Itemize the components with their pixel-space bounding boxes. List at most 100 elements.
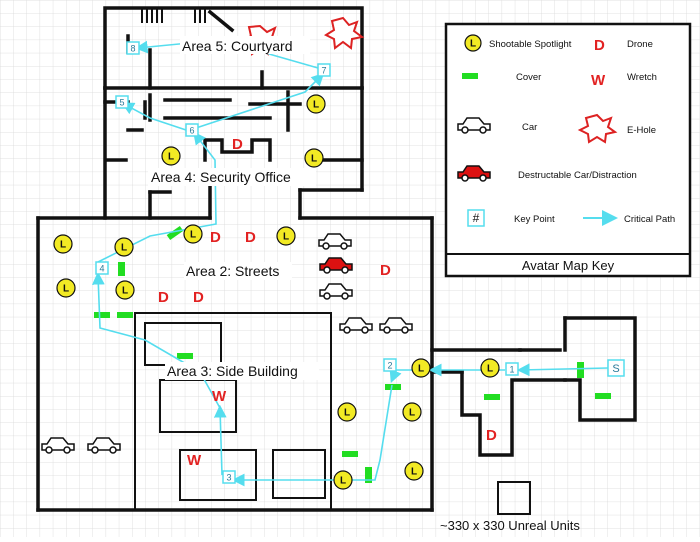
car-icon <box>318 233 352 250</box>
cover <box>365 467 372 483</box>
destructible-car-icon <box>319 257 353 274</box>
wretch-icon: W <box>187 452 202 469</box>
key-point-3 <box>222 470 236 484</box>
cars <box>41 233 413 454</box>
area-label-side-building: Area 3: Side Building <box>167 363 298 379</box>
key-point-2 <box>383 358 397 372</box>
svg-text:2: 2 <box>387 361 392 371</box>
svg-text:8: 8 <box>130 44 135 54</box>
spotlight-icon: L <box>404 461 424 481</box>
svg-text:1: 1 <box>509 365 514 375</box>
svg-text:4: 4 <box>99 264 104 274</box>
spotlight-icon: L <box>115 280 135 300</box>
cover <box>385 384 401 390</box>
cover <box>166 225 184 241</box>
scale-note: ~330 x 330 Unreal Units <box>440 518 580 533</box>
drones: D D D D D D D <box>158 136 497 444</box>
legend-spotlight-icon: L <box>464 34 482 52</box>
legend-label-key-point: Key Point <box>514 214 555 225</box>
svg-text:L: L <box>470 39 476 50</box>
cover <box>342 451 358 457</box>
spotlight-icon: L <box>53 234 73 254</box>
drone-icon: D <box>380 262 391 279</box>
legend-e-hole-icon <box>577 113 618 144</box>
cover <box>177 353 193 359</box>
svg-text:L: L <box>313 100 319 111</box>
svg-text:L: L <box>60 240 66 251</box>
svg-text:L: L <box>63 284 69 295</box>
svg-text:L: L <box>340 476 346 487</box>
area-label-streets: Area 2: Streets <box>186 263 279 279</box>
area-labels: Area 5: Courtyard Area 4: Security Offic… <box>148 36 319 380</box>
svg-text:3: 3 <box>226 473 231 483</box>
legend-destructible-car-icon <box>457 165 491 182</box>
map-legend: Avatar Map Key L Shootable Spotlight D D… <box>444 22 692 278</box>
drone-icon: D <box>210 229 221 246</box>
spotlight-icon: L <box>402 402 422 422</box>
svg-text:L: L <box>487 364 493 375</box>
svg-text:L: L <box>190 230 196 241</box>
spotlight-icon: L <box>304 148 324 168</box>
spotlight-icon: L <box>56 278 76 298</box>
svg-text:#: # <box>473 211 480 225</box>
legend-label-drone: Drone <box>627 39 653 50</box>
spotlight-icon: L <box>337 402 357 422</box>
spotlights: L L L L L L L L L L L L L L L <box>53 94 500 490</box>
key-point-1 <box>505 362 519 376</box>
legend-label-wretch: Wretch <box>627 72 657 83</box>
spotlight-icon: L <box>161 146 181 166</box>
start-point <box>607 359 625 377</box>
wretches: W W <box>187 388 227 469</box>
car-icon <box>319 283 353 300</box>
svg-text:L: L <box>122 286 128 297</box>
car-icon <box>87 437 121 454</box>
spotlight-icon: L <box>306 94 326 114</box>
svg-text:7: 7 <box>321 66 326 76</box>
svg-text:L: L <box>409 408 415 419</box>
svg-text:5: 5 <box>119 98 124 108</box>
spotlight-icon: L <box>183 224 203 244</box>
drone-icon: D <box>232 136 243 153</box>
legend-wretch-icon: W <box>591 72 606 89</box>
svg-text:L: L <box>121 243 127 254</box>
legend-cover-icon <box>462 73 478 79</box>
legend-label-destructible-car: Destructable Car/Distraction <box>518 170 637 181</box>
legend-label-e-hole: E-Hole <box>627 125 656 136</box>
spotlight-icon: L <box>411 358 431 378</box>
spotlight-icon: L <box>276 226 296 246</box>
svg-text:L: L <box>283 232 289 243</box>
car-icon <box>41 437 75 454</box>
svg-text:L: L <box>411 467 417 478</box>
drone-icon: D <box>193 289 204 306</box>
key-point-6 <box>185 123 199 137</box>
legend-drone-icon: D <box>594 37 605 54</box>
spotlight-icon: L <box>333 470 353 490</box>
drone-icon: D <box>486 427 497 444</box>
cover-group <box>94 225 611 483</box>
key-points: 1 2 3 4 5 6 7 8 S <box>95 41 625 484</box>
legend-car-icon <box>457 117 491 134</box>
legend-key-point-icon <box>467 209 485 227</box>
car-icon <box>379 317 413 334</box>
cover <box>577 362 584 378</box>
key-point-5 <box>115 95 129 109</box>
cover <box>484 394 500 400</box>
key-point-4 <box>95 261 109 275</box>
svg-text:L: L <box>168 152 174 163</box>
walls <box>36 6 637 515</box>
wretch-icon: W <box>212 388 227 405</box>
svg-text:L: L <box>344 408 350 419</box>
cover <box>117 312 133 318</box>
legend-label-spotlight: Shootable Spotlight <box>489 39 572 50</box>
key-point-8 <box>126 41 140 55</box>
legend-title: Avatar Map Key <box>522 258 615 273</box>
cover <box>118 262 125 276</box>
svg-text:L: L <box>311 154 317 165</box>
e-hole-icon <box>323 16 365 50</box>
drone-icon: D <box>245 229 256 246</box>
spotlight-icon: L <box>114 237 134 257</box>
svg-text:L: L <box>418 364 424 375</box>
legend-label-critical-path: Critical Path <box>624 214 675 225</box>
